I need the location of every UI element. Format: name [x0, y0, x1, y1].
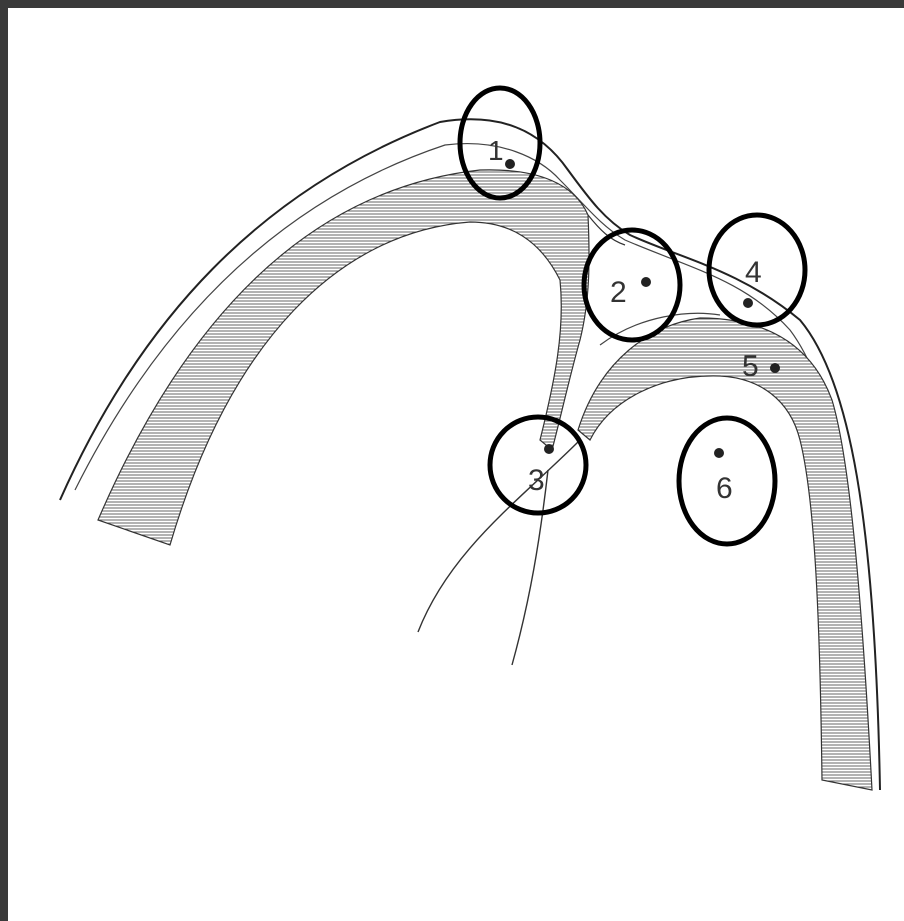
point-4-label: 4	[745, 256, 762, 289]
point-2-dot	[641, 277, 651, 287]
point-3: 3	[490, 417, 586, 513]
point-4-dot	[743, 298, 753, 308]
point-3-dot	[544, 444, 554, 454]
diagram-canvas: 1 2 3 4	[8, 8, 904, 921]
point-6-label: 6	[716, 472, 733, 505]
point-5-dot	[770, 363, 780, 373]
descending-line-left	[418, 440, 580, 632]
point-2: 2	[584, 230, 680, 340]
point-1-label: 1	[488, 135, 504, 166]
point-5-label: 5	[742, 350, 759, 383]
anatomical-arch-diagram: 1 2 3 4	[8, 8, 904, 921]
point-3-label: 3	[528, 464, 545, 497]
small-arch-hatched-band	[578, 318, 872, 790]
point-1-dot	[505, 159, 515, 169]
point-4: 4	[709, 215, 805, 325]
large-arch-hatched-band	[98, 170, 589, 545]
point-6-dot	[714, 448, 724, 458]
point-6: 6	[679, 418, 775, 544]
point-2-label: 2	[610, 276, 627, 309]
point-2-circle-marker	[584, 230, 680, 340]
